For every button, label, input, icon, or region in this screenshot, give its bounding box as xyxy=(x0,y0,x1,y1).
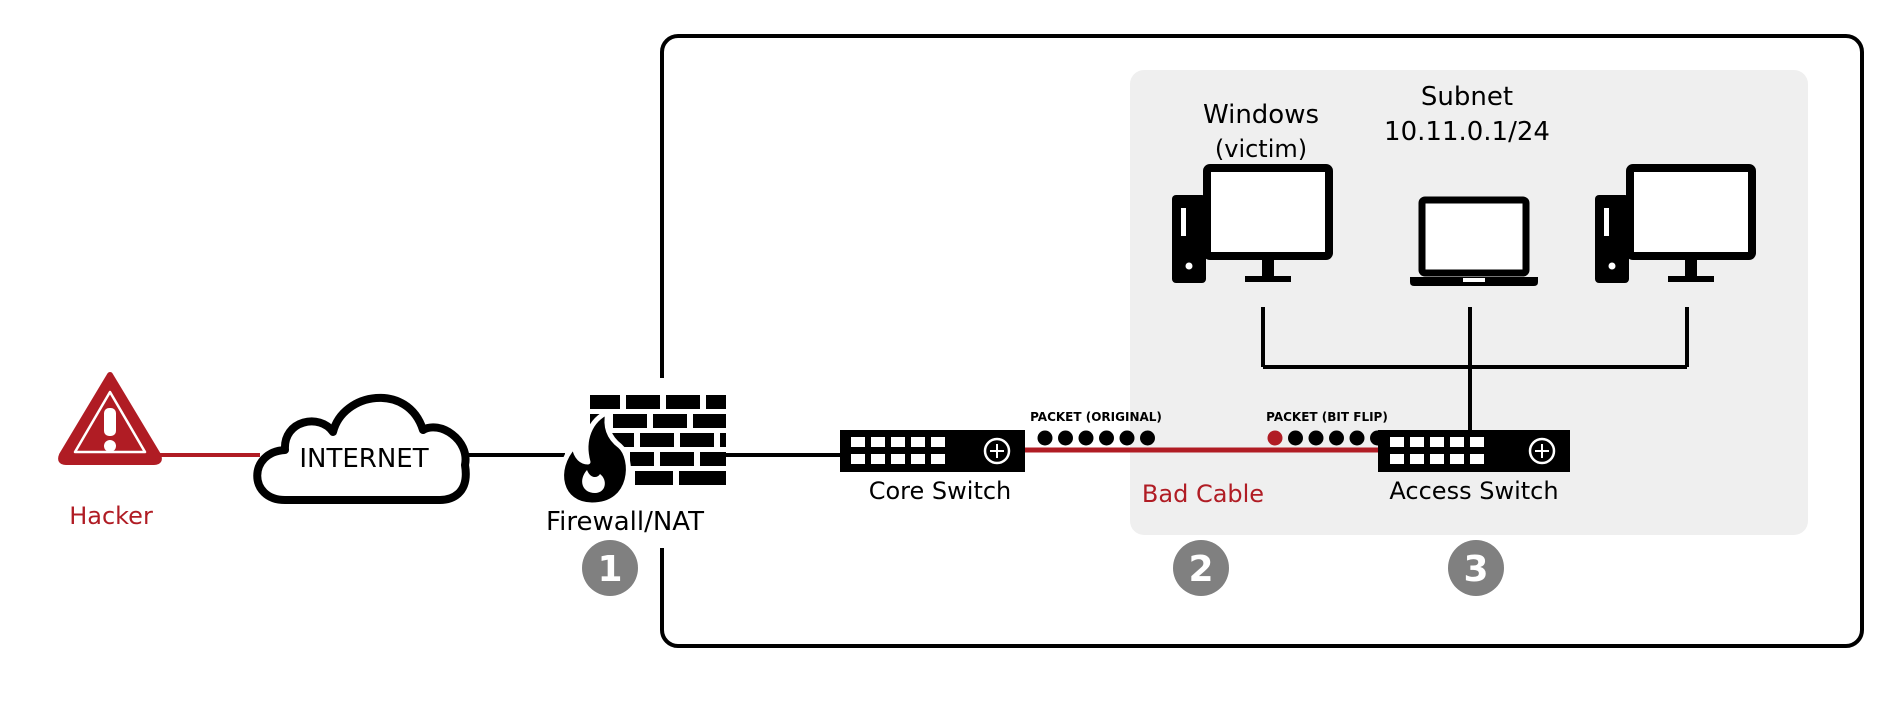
packet-original xyxy=(1037,430,1155,446)
flipped-bit xyxy=(1267,430,1283,446)
firewall-label: Firewall/NAT xyxy=(546,507,704,537)
packet-bit xyxy=(1370,430,1385,446)
switch-icon xyxy=(1378,430,1570,472)
packet-bit xyxy=(1119,430,1135,446)
subnet-address: 10.11.0.1/24 xyxy=(1384,117,1550,147)
packet-bit xyxy=(1037,430,1053,446)
packet-original-label: PACKET (ORIGINAL) xyxy=(1030,410,1162,424)
packet-bit xyxy=(1078,430,1094,446)
packet-bit xyxy=(1099,430,1114,446)
step-badge-2: 2 xyxy=(1173,540,1229,596)
packet-bit xyxy=(1329,430,1344,446)
internet-label: INTERNET xyxy=(299,444,428,474)
subnet-bus xyxy=(1261,307,1689,432)
svg-text:1: 1 xyxy=(597,549,622,590)
packet-bitflip-label: PACKET (BIT FLIP) xyxy=(1266,410,1388,424)
subnet-label: Subnet xyxy=(1421,82,1513,112)
desktop-computer-icon xyxy=(1595,164,1756,283)
bad-cable-label: Bad Cable xyxy=(1142,480,1264,508)
svg-text:2: 2 xyxy=(1188,549,1213,590)
hacker-label: Hacker xyxy=(69,502,153,530)
packet-bitflip xyxy=(1267,430,1385,446)
access-switch-label: Access Switch xyxy=(1389,477,1558,505)
packet-bit xyxy=(1349,430,1365,446)
svg-text:3: 3 xyxy=(1463,549,1488,590)
network-perimeter xyxy=(660,34,1864,648)
packet-bit xyxy=(1308,430,1324,446)
desktop-computer-icon xyxy=(1172,164,1333,283)
cloud-icon xyxy=(253,393,470,504)
windows-label: Windows xyxy=(1203,100,1319,130)
packet-bit xyxy=(1140,430,1155,446)
packet-bit xyxy=(1288,430,1303,446)
laptop-icon xyxy=(1410,196,1538,286)
switch-icon xyxy=(840,430,1025,472)
windows-victim-label: (victim) xyxy=(1215,135,1307,163)
firewall-icon xyxy=(559,395,726,508)
core-switch-label: Core Switch xyxy=(869,477,1012,505)
packet-bit xyxy=(1058,430,1073,446)
step-badge-1: 1 xyxy=(582,540,638,596)
step-badge-3: 3 xyxy=(1448,540,1504,596)
warning-triangle-icon xyxy=(58,372,162,465)
